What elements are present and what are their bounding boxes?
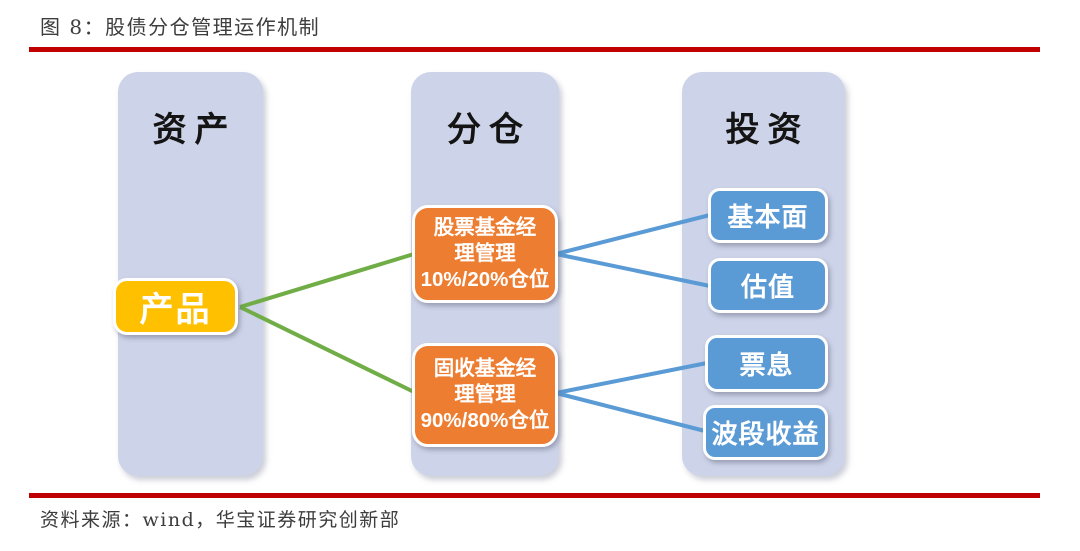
source-note: 资料来源：wind，华宝证券研究创新部	[40, 509, 401, 531]
column-assets: 资产	[118, 72, 263, 476]
column-subaccounts-label: 分仓	[447, 111, 531, 149]
strategy-box-valuation: 估值	[708, 258, 828, 313]
connector-product-to-stock-manager-line	[239, 252, 415, 309]
title-rule	[29, 47, 1040, 52]
strategy-box-coupon: 票息	[705, 335, 828, 392]
connector-product-to-fixed-income-manager-line	[239, 305, 415, 394]
product-box: 产品	[113, 278, 238, 335]
figure-title: 图 8：股债分仓管理运作机制	[40, 15, 321, 39]
strategy-box-fundamentals: 基本面	[708, 188, 828, 243]
column-assets-label: 资产	[152, 111, 237, 149]
fixed-income-manager-box: 固收基金经 理管理 90%/80%仓位	[412, 343, 558, 447]
source-rule	[29, 493, 1040, 498]
strategy-box-swing-return: 波段收益	[703, 405, 828, 460]
stock-manager-box: 股票基金经 理管理 10%/20%仓位	[412, 205, 558, 303]
column-investment-label: 投资	[725, 111, 810, 149]
